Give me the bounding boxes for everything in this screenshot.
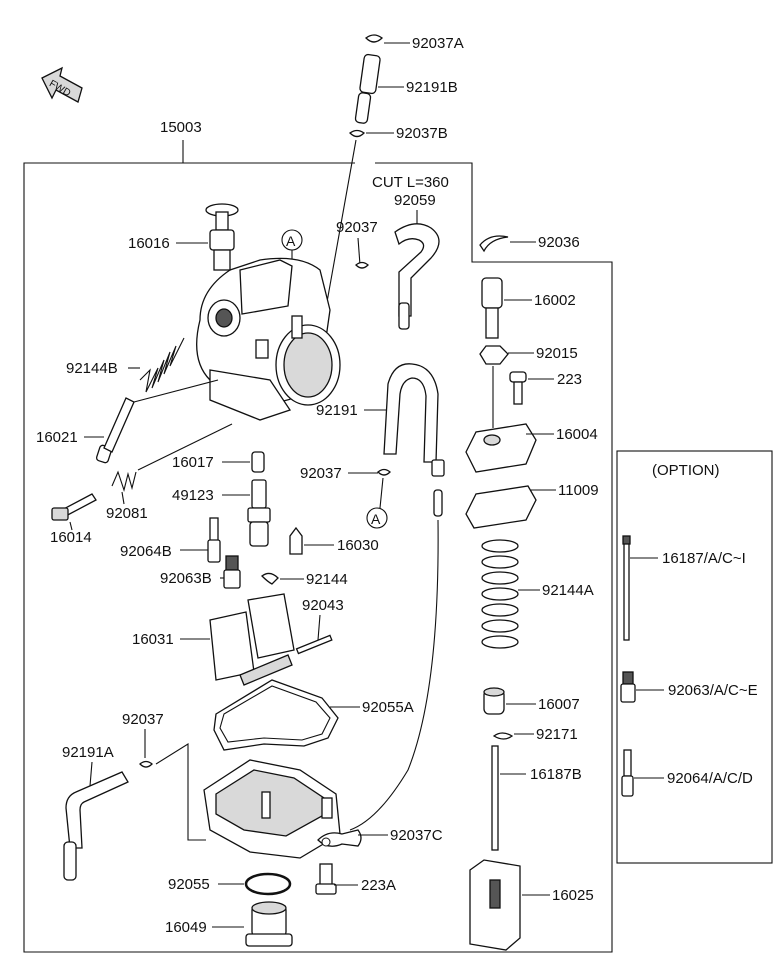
- label-92064B: 92064B: [120, 543, 172, 560]
- part-92171: [492, 732, 514, 740]
- part-92064-option: [621, 749, 634, 797]
- label-92081: 92081: [106, 505, 148, 522]
- label-16030: 16030: [337, 537, 379, 554]
- label-92037B: 92037B: [396, 125, 448, 142]
- part-16002: [481, 277, 503, 339]
- label-92191B: 92191B: [406, 79, 458, 96]
- part-16025: [469, 859, 521, 951]
- label-16016: 16016: [128, 235, 170, 252]
- part-92037-top: [355, 261, 369, 269]
- part-92191A-hose: [63, 771, 129, 881]
- fwd-arrow-icon: FWD: [41, 66, 83, 103]
- svg-text:A: A: [286, 233, 296, 249]
- label-92043: 92043: [302, 597, 344, 614]
- part-92144B-spring: [139, 337, 185, 393]
- part-223: [509, 371, 527, 405]
- part-92063-option: [620, 671, 636, 703]
- option-title: (OPTION): [652, 462, 720, 479]
- label-92171: 92171: [536, 726, 578, 743]
- label-16002: 16002: [534, 292, 576, 309]
- label-92191A: 92191A: [62, 744, 114, 761]
- label-92144: 92144: [306, 571, 348, 588]
- cut-note: CUT L=360: [372, 174, 449, 191]
- part-223A: [315, 863, 337, 895]
- part-92144A-spring: [481, 539, 519, 649]
- part-16049: [245, 901, 293, 947]
- part-92037B: [348, 129, 394, 138]
- option-label-92064: 92064/A/C/D: [667, 770, 753, 787]
- part-16007: [483, 687, 505, 715]
- label-92063B: 92063B: [160, 570, 212, 587]
- part-92037A: [365, 34, 410, 44]
- label-16031: 16031: [132, 631, 174, 648]
- svg-text:A: A: [371, 511, 381, 527]
- label-223A: 223A: [361, 877, 396, 894]
- label-16014: 16014: [50, 529, 92, 546]
- label-92144A: 92144A: [542, 582, 594, 599]
- part-92015: [479, 345, 509, 365]
- carburetor-body: [196, 257, 341, 421]
- ref-marker-mid: A: [366, 477, 388, 529]
- part-16187B: [491, 745, 499, 851]
- option-label-92063: 92063/A/C~E: [668, 682, 758, 699]
- part-16014: [51, 493, 97, 521]
- label-92037-top: 92037: [336, 219, 378, 236]
- label-92037-mid: 92037: [300, 465, 342, 482]
- part-11009: [465, 485, 537, 529]
- part-16017: [251, 451, 265, 473]
- main-assembly-label: 15003: [160, 119, 202, 136]
- label-16187B: 16187B: [530, 766, 582, 783]
- part-92059-tube: [394, 223, 440, 330]
- part-16016: [205, 203, 239, 271]
- label-92037C: 92037C: [390, 827, 443, 844]
- part-92144: [261, 572, 279, 585]
- part-16004: [465, 423, 537, 473]
- part-49123: [247, 479, 271, 547]
- label-16025: 16025: [552, 887, 594, 904]
- part-16187-option: [622, 535, 631, 641]
- part-92064B: [207, 517, 221, 563]
- label-92037A: 92037A: [412, 35, 464, 52]
- label-16021: 16021: [36, 429, 78, 446]
- label-16004: 16004: [556, 426, 598, 443]
- part-16030: [289, 526, 303, 555]
- part-92191B: [354, 53, 404, 124]
- label-92059: 92059: [394, 192, 436, 209]
- label-49123: 49123: [172, 487, 214, 504]
- label-92015: 92015: [536, 345, 578, 362]
- part-92036: [479, 235, 509, 253]
- part-92037C: [317, 829, 362, 847]
- part-92043: [295, 634, 333, 655]
- assembly-frame: [23, 140, 613, 953]
- label-16007: 16007: [538, 696, 580, 713]
- label-16017: 16017: [172, 454, 214, 471]
- option-box: [616, 450, 773, 864]
- label-92036: 92036: [538, 234, 580, 251]
- label-92037-low: 92037: [122, 711, 164, 728]
- part-92063B: [223, 555, 241, 589]
- part-92037-mid: [377, 468, 391, 476]
- part-92055A: [213, 679, 339, 751]
- label-92191: 92191: [316, 402, 358, 419]
- part-92081-spring: [111, 470, 137, 492]
- ref-marker-top: A: [281, 229, 303, 272]
- option-label-16187: 16187/A/C~I: [662, 550, 746, 567]
- label-92055A: 92055A: [362, 699, 414, 716]
- label-11009: 11009: [558, 482, 599, 499]
- part-float-bowl: [203, 759, 341, 859]
- label-92055: 92055: [168, 876, 210, 893]
- part-16021: [95, 397, 135, 464]
- label-16049: 16049: [165, 919, 207, 936]
- part-92055: [244, 872, 292, 896]
- part-92191-hose: [383, 363, 445, 517]
- label-92144B: 92144B: [66, 360, 118, 377]
- part-92037-low: [139, 760, 153, 768]
- part-16031: [209, 593, 295, 686]
- label-223: 223: [557, 371, 582, 388]
